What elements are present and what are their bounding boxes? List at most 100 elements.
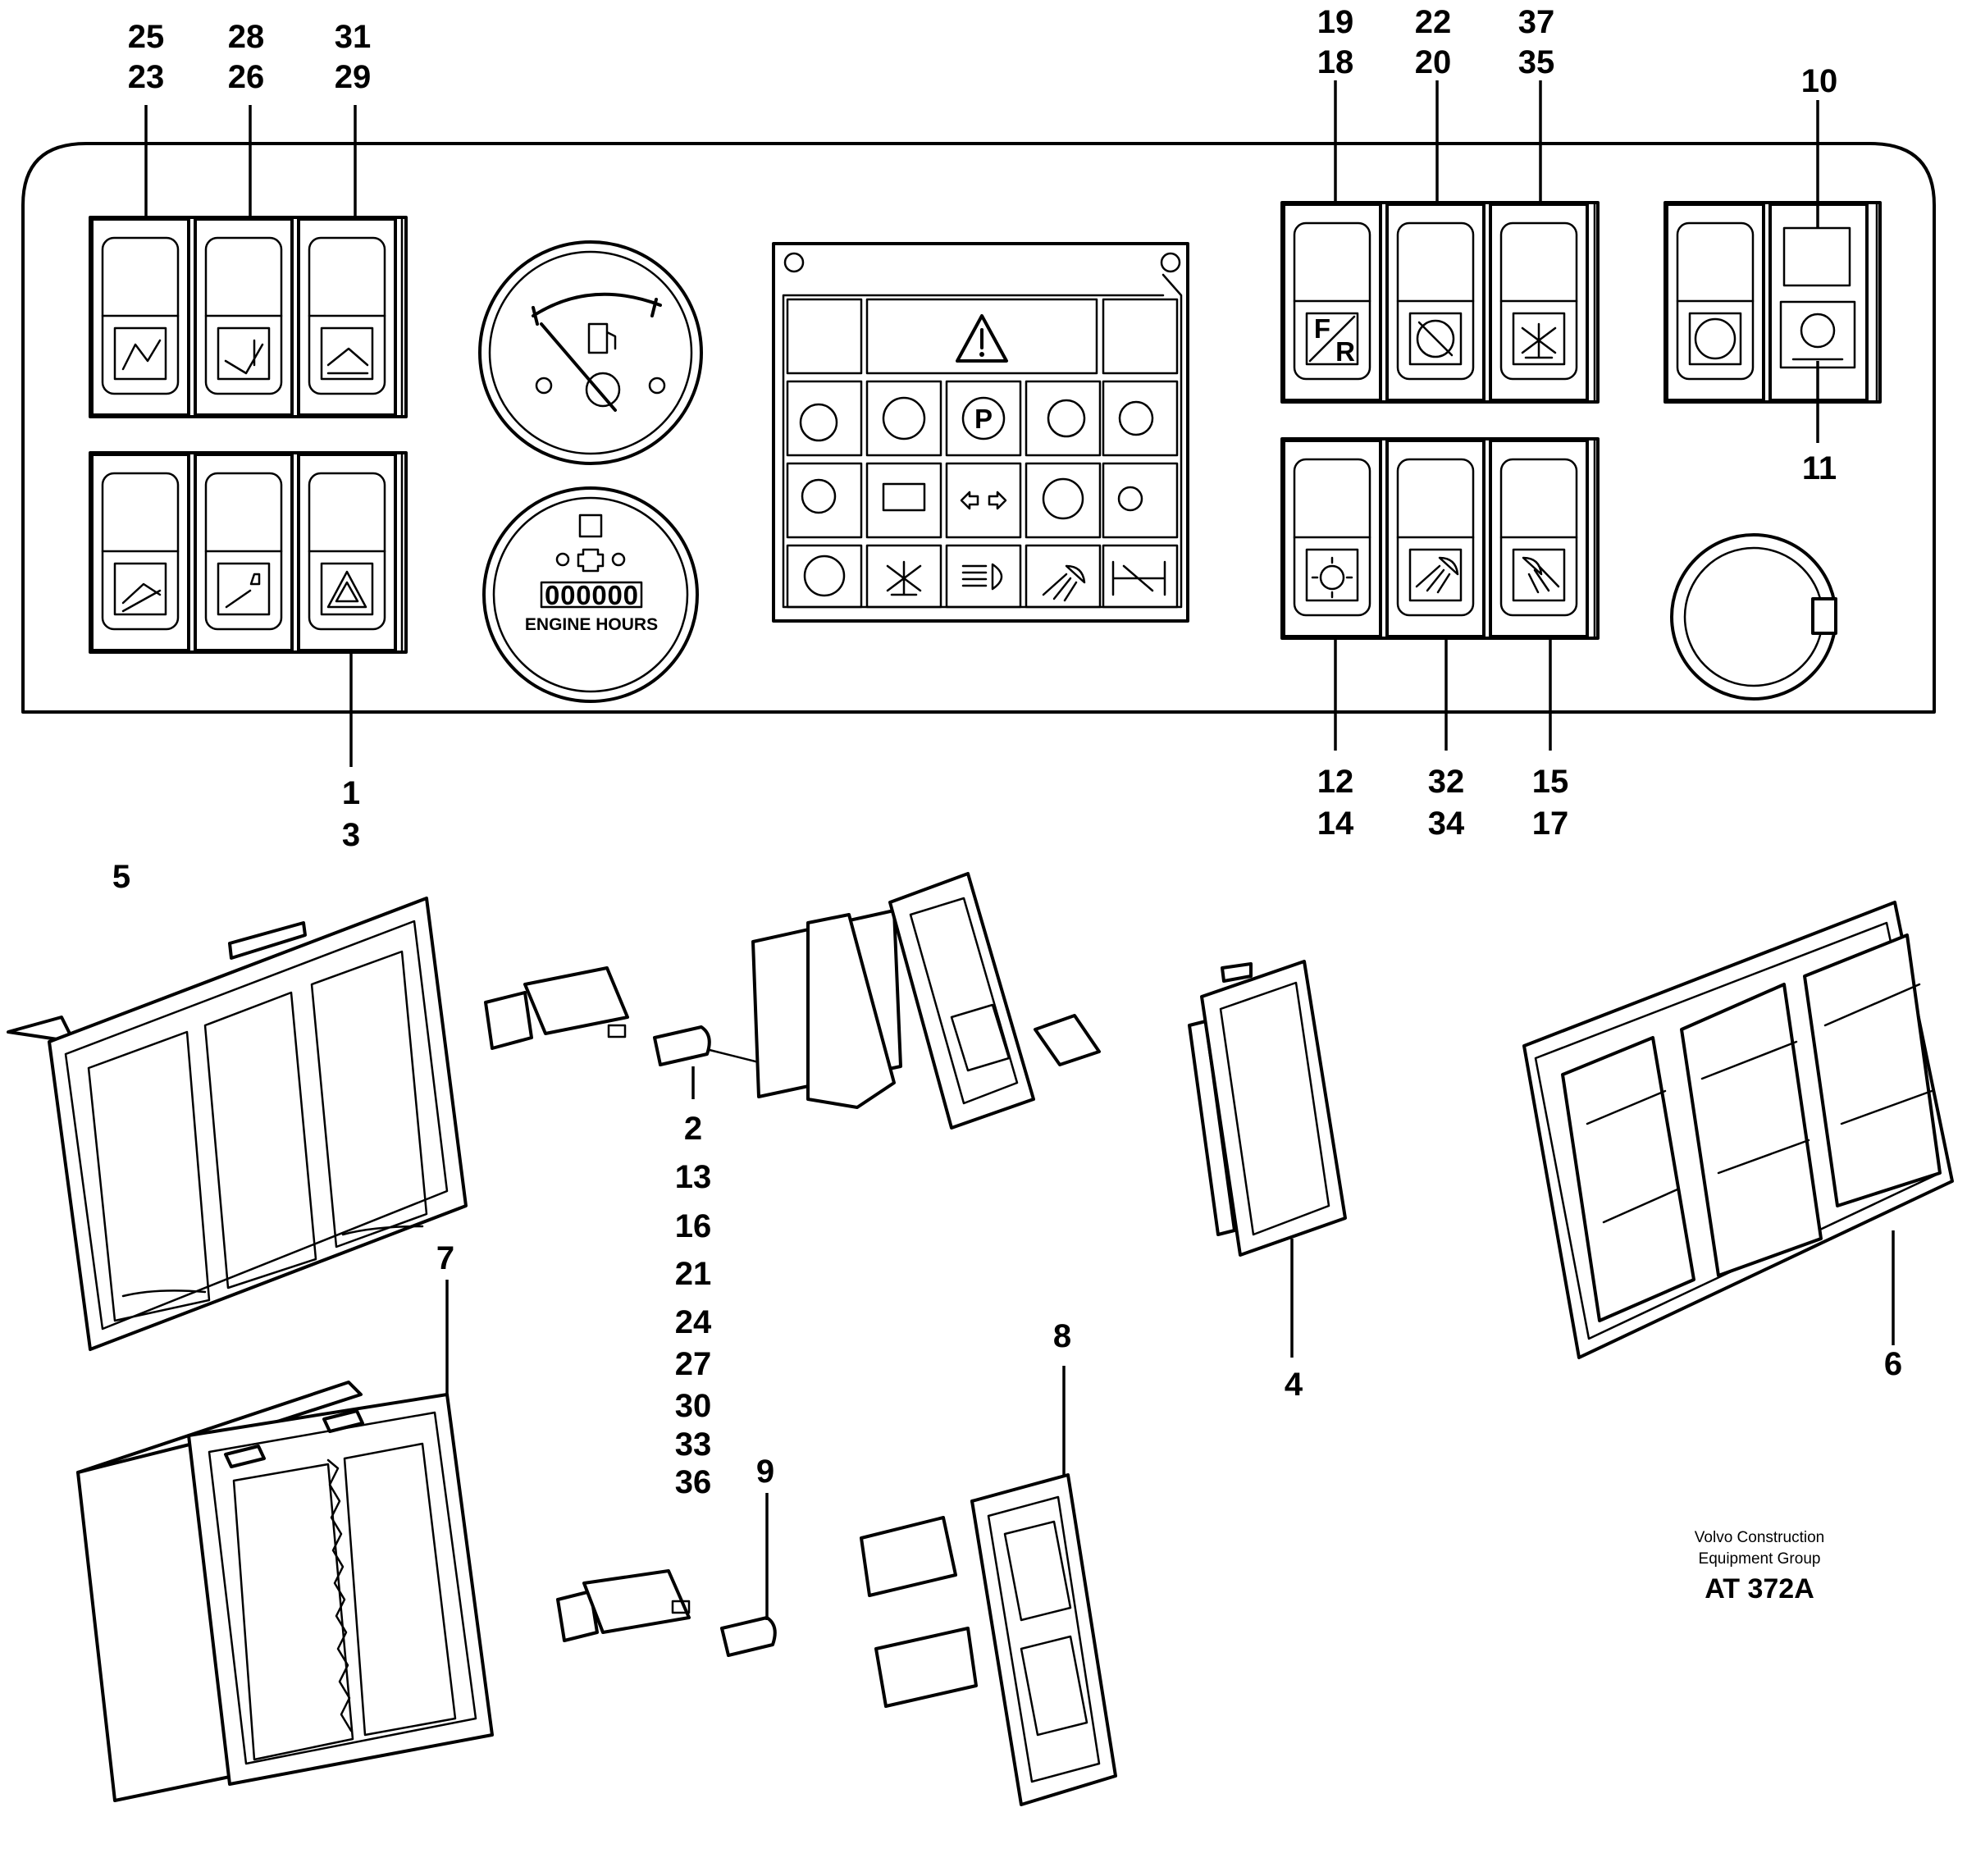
transmission-disengage-switch[interactable] <box>1385 203 1486 402</box>
callout-7: 7 <box>436 1240 454 1276</box>
callout-36: 36 <box>675 1464 712 1500</box>
steering-wheel-icon <box>1694 317 1737 360</box>
callout-28: 28 <box>228 19 265 55</box>
callout-33: 33 <box>675 1426 712 1463</box>
callout-12: 12 <box>1317 764 1354 800</box>
fr-selector-switch[interactable]: F R <box>1282 203 1382 402</box>
callout-4: 4 <box>1285 1367 1303 1403</box>
switch-pair-right <box>1664 201 1882 404</box>
callout-17: 17 <box>1532 806 1569 842</box>
differential-lock-icon <box>1111 560 1166 596</box>
engine-hours-label: ENGINE HOURS <box>525 615 658 634</box>
callout-8: 8 <box>1053 1318 1071 1354</box>
double-lens-holder-8 <box>860 1366 1117 1806</box>
callout-labels: 25 23 28 26 31 29 19 18 22 20 37 35 10 1… <box>112 4 1902 1500</box>
reverse-letter: R <box>1335 336 1355 367</box>
callout-34: 34 <box>1428 806 1465 842</box>
work-light-icon <box>1522 556 1560 594</box>
rotating-beacon-icon <box>886 560 922 596</box>
callout-13: 13 <box>675 1159 712 1195</box>
callout-29: 29 <box>335 59 372 95</box>
connector-with-bulb-2 <box>484 966 810 1099</box>
triple-switch-frame-5 <box>7 897 468 1351</box>
rocker-switch-bottom-1[interactable] <box>90 453 190 652</box>
work-light-icon <box>1042 564 1086 602</box>
central-warning-icon <box>956 314 1008 363</box>
connector-with-bulb-9 <box>556 1493 777 1657</box>
figure-caption: Volvo Construction Equipment Group AT 37… <box>1695 1529 1824 1604</box>
attachment-lock-icon <box>225 573 261 609</box>
callout-16: 16 <box>675 1208 712 1244</box>
beacon-switch[interactable] <box>1489 203 1589 402</box>
callout-1: 1 <box>342 775 360 811</box>
hazard-switch[interactable] <box>297 453 397 652</box>
ignition-switch[interactable] <box>1670 533 1837 701</box>
main-beam-icon <box>961 563 1003 591</box>
callout-11: 11 <box>1802 450 1837 486</box>
rocker-switch-assembly[interactable] <box>751 872 1101 1130</box>
callout-24: 24 <box>675 1304 712 1340</box>
callout-6: 6 <box>1884 1346 1902 1382</box>
callout-32: 32 <box>1428 764 1465 800</box>
brake-pressure-icon <box>882 396 926 440</box>
callout-5: 5 <box>112 859 130 895</box>
callout-31: 31 <box>335 19 372 55</box>
gear-icon <box>1416 319 1455 358</box>
rocker-switch-31[interactable] <box>297 217 397 417</box>
callout-30: 30 <box>675 1388 712 1424</box>
instrument-light-icon <box>1319 564 1345 591</box>
triple-rocker-assembly-6 <box>1522 901 1954 1359</box>
callout-15: 15 <box>1532 764 1569 800</box>
work-light-front-switch[interactable] <box>1385 439 1486 638</box>
secondary-steering-switch[interactable] <box>1665 203 1765 402</box>
work-light-icon <box>1415 556 1459 594</box>
callout-18: 18 <box>1317 44 1354 80</box>
rocker-switch-bottom-2[interactable] <box>194 453 294 652</box>
callout-3: 3 <box>342 817 360 853</box>
callout-25: 25 <box>128 19 165 55</box>
callout-21: 21 <box>675 1256 712 1292</box>
parking-brake-letter: P <box>974 404 993 434</box>
engine-hour-meter: 000000 ENGINE HOURS <box>482 486 699 703</box>
air-filter-icon <box>801 478 837 514</box>
switch-lens-4 <box>1188 960 1347 1358</box>
figure-code: AT 372A <box>1705 1573 1814 1604</box>
switch-bank-bottom-right <box>1280 437 1600 640</box>
callout-20: 20 <box>1415 44 1452 80</box>
switch-bank-top-left <box>89 216 408 418</box>
hazard-icon <box>326 570 367 609</box>
callout-9: 9 <box>756 1454 774 1490</box>
callout-19: 19 <box>1317 4 1354 40</box>
callout-26: 26 <box>228 59 265 95</box>
callout-22: 22 <box>1415 4 1452 40</box>
hour-counter: 000000 <box>545 580 638 610</box>
caption-line-2: Equipment Group <box>1699 1550 1821 1568</box>
callout-23: 23 <box>128 59 165 95</box>
callout-14: 14 <box>1317 806 1354 842</box>
forward-letter: F <box>1314 313 1330 344</box>
caption-line-1: Volvo Construction <box>1695 1529 1824 1546</box>
steering-wheel-icon <box>1042 477 1084 520</box>
bucket-positioner-icon <box>326 347 369 375</box>
work-light-rear-switch[interactable] <box>1489 439 1589 638</box>
leader-lines-panel <box>144 80 1819 767</box>
boom-kickout-icon <box>121 582 162 613</box>
warning-light-cluster: P <box>772 242 1189 623</box>
fuel-pump-icon <box>587 322 617 354</box>
battery-icon <box>882 482 926 512</box>
turn-signal-icon <box>960 491 1007 510</box>
rocker-switch-28[interactable] <box>194 217 294 417</box>
switch-bank-bottom-left <box>89 451 408 654</box>
front-light-switch[interactable] <box>1282 439 1382 638</box>
double-switch-frame-7 <box>76 1280 494 1802</box>
callout-27: 27 <box>675 1346 712 1382</box>
parking-brake-icon <box>961 396 1006 440</box>
coolant-temp-icon <box>799 403 838 442</box>
switch-bank-top-right: F R <box>1280 201 1600 404</box>
transmission-oil-temp-icon <box>1118 400 1154 436</box>
preheat-icon <box>803 555 846 597</box>
hydraulic-lock-icon <box>121 339 162 371</box>
rocker-switch-25[interactable] <box>90 217 190 417</box>
axle-oil-temp-icon <box>1117 486 1143 512</box>
